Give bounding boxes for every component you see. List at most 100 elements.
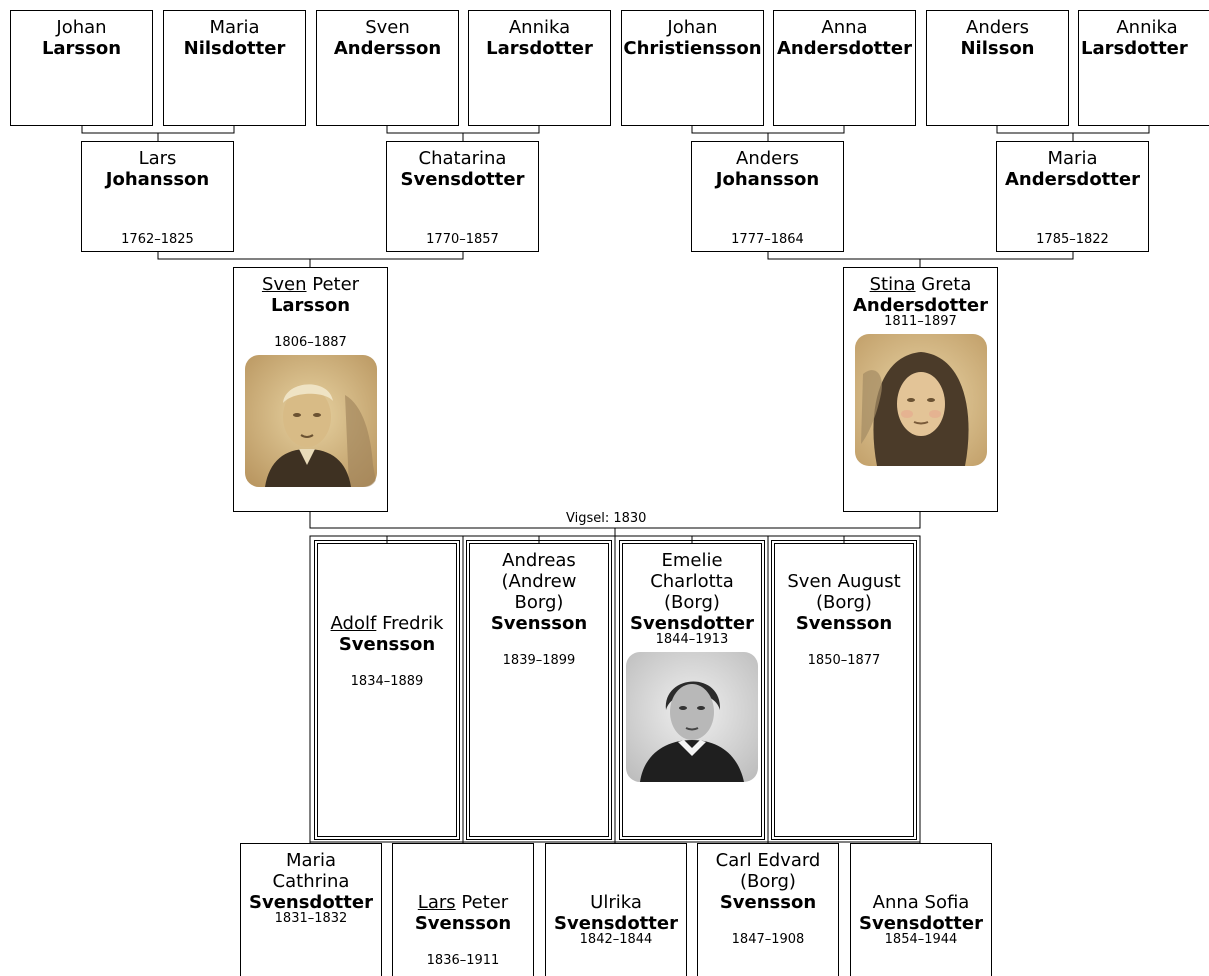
surname: Svensdotter [400, 169, 525, 190]
surname: Christiensson [623, 38, 762, 59]
called-name: Sven [261, 274, 307, 295]
frame [771, 540, 917, 840]
person-card-mother[interactable]: Stina Greta Andersdotter 1811–1897 [843, 267, 998, 512]
middle-name: Peter [312, 274, 360, 295]
person-card-great-grandparent[interactable]: Sven Andersson [316, 10, 459, 126]
life-dates: 1806–1887 [274, 335, 347, 350]
surname: Svensdotter [554, 913, 678, 934]
life-dates: 1770–1857 [426, 232, 499, 247]
given-name: Anna [821, 17, 868, 38]
person-card-great-grandparent[interactable]: Johan Christiensson [621, 10, 764, 126]
name-line: Lars Peter [393, 892, 533, 913]
given-name: Annika [508, 17, 571, 38]
person-card-child[interactable]: Andreas (Andrew Borg) Svensson 1839–1899 [469, 543, 609, 837]
given-names: Sven August (Borg) [787, 571, 901, 613]
person-card-great-grandparent[interactable]: Anna Andersdotter [773, 10, 916, 126]
life-dates: 1785–1822 [1036, 232, 1109, 247]
life-dates: 1834–1889 [350, 674, 424, 689]
life-dates: 1839–1899 [502, 653, 576, 668]
surname: Larsdotter [486, 38, 593, 59]
person-card-great-grandparent[interactable]: Johan Larsson [10, 10, 153, 126]
given-names: Ulrika [590, 892, 642, 913]
person-card-great-grandparent[interactable]: Annika Larsdotter [468, 10, 611, 126]
surname: Andersdotter [853, 295, 988, 316]
portrait-photo [626, 652, 758, 782]
surname: Svensson [795, 613, 893, 634]
surname: Andersdotter [1005, 169, 1140, 190]
given-name: Chatarina [418, 148, 507, 169]
life-dates: 1842–1844 [579, 932, 653, 947]
name-line: Adolf Fredrik [318, 613, 456, 634]
name-line: Sven Peter [234, 274, 387, 295]
person-card-child[interactable]: Maria Cathrina Svensdotter 1831–1832 [240, 843, 382, 976]
person-card-great-grandparent[interactable]: Maria Nilsdotter [163, 10, 306, 126]
given-name: Maria [1047, 148, 1098, 169]
surname: Svensdotter [630, 613, 754, 634]
surname: Nilsson [960, 38, 1035, 59]
person-card-child[interactable]: Adolf Fredrik Svensson 1834–1889 [317, 543, 457, 837]
surname: Svensson [414, 913, 512, 934]
given-names: Maria Cathrina [272, 850, 350, 892]
given-name: Annika [1116, 17, 1178, 38]
person-card-child[interactable]: Anna Sofia Svensdotter 1854–1944 [850, 843, 992, 976]
surname: Larsson [41, 38, 122, 59]
given-names: Carl Edvard (Borg) [715, 850, 821, 892]
person-card-grandparent[interactable]: Chatarina Svensdotter 1770–1857 [386, 141, 539, 252]
called-name: Stina [869, 274, 916, 295]
surname: Nilsdotter [183, 38, 286, 59]
given-name: Maria [209, 17, 260, 38]
name-line: Stina Greta [844, 274, 997, 295]
called-name: Adolf [330, 613, 377, 634]
surname: Svensdotter [249, 892, 373, 913]
life-dates: 1777–1864 [731, 232, 804, 247]
surname: Svensdotter [859, 913, 983, 934]
portrait-photo [854, 334, 987, 466]
life-dates: 1854–1944 [884, 932, 958, 947]
surname: Larsdotter [1081, 38, 1188, 59]
life-dates: 1762–1825 [121, 232, 194, 247]
given-name: Johan [56, 17, 107, 38]
person-card-child[interactable]: Ulrika Svensdotter 1842–1844 [545, 843, 687, 976]
person-card-child[interactable]: Carl Edvard (Borg) Svensson 1847–1908 [697, 843, 839, 976]
life-dates: 1844–1913 [655, 632, 729, 647]
given-names: Peter [461, 892, 509, 913]
life-dates: 1811–1897 [884, 314, 957, 329]
given-names: Anna Sofia [872, 892, 970, 913]
given-names: Emelie Charlotta (Borg) [650, 550, 734, 613]
given-name: Johan [667, 17, 718, 38]
surname: Andersson [333, 38, 442, 59]
surname: Andersdotter [777, 38, 912, 59]
surname: Johansson [105, 169, 210, 190]
person-card-grandparent[interactable]: Anders Johansson 1777–1864 [691, 141, 844, 252]
given-names: Andreas (Andrew Borg) [501, 550, 577, 613]
called-name: Lars [417, 892, 456, 913]
life-dates: 1836–1911 [426, 953, 500, 968]
life-dates: 1850–1877 [807, 653, 881, 668]
frame [314, 540, 460, 840]
surname: Johansson [715, 169, 820, 190]
frame [619, 540, 765, 840]
person-card-child[interactable]: Lars Peter Svensson 1836–1911 [392, 843, 534, 976]
person-card-great-grandparent[interactable]: Annika Larsdotter [1078, 10, 1209, 126]
given-name: Anders [966, 17, 1029, 38]
portrait-photo [244, 355, 377, 487]
given-names: Fredrik [382, 613, 444, 634]
person-card-grandparent[interactable]: Lars Johansson 1762–1825 [81, 141, 234, 252]
surname: Svensson [490, 613, 588, 634]
given-name: Lars [138, 148, 177, 169]
person-card-child[interactable]: Emelie Charlotta (Borg) Svensdotter 1844… [622, 543, 762, 837]
middle-name: Greta [921, 274, 972, 295]
person-card-child[interactable]: Sven August (Borg) Svensson 1850–1877 [774, 543, 914, 837]
surname: Svensson [338, 634, 436, 655]
person-card-grandparent[interactable]: Maria Andersdotter 1785–1822 [996, 141, 1149, 252]
given-name: Anders [736, 148, 799, 169]
surname: Larsson [270, 295, 351, 316]
life-dates: 1831–1832 [274, 911, 348, 926]
person-card-father[interactable]: Sven Peter Larsson 1806–1887 [233, 267, 388, 512]
surname: Svensson [719, 892, 817, 913]
life-dates: 1847–1908 [731, 932, 805, 947]
person-card-great-grandparent[interactable]: Anders Nilsson [926, 10, 1069, 126]
frame [466, 540, 612, 840]
